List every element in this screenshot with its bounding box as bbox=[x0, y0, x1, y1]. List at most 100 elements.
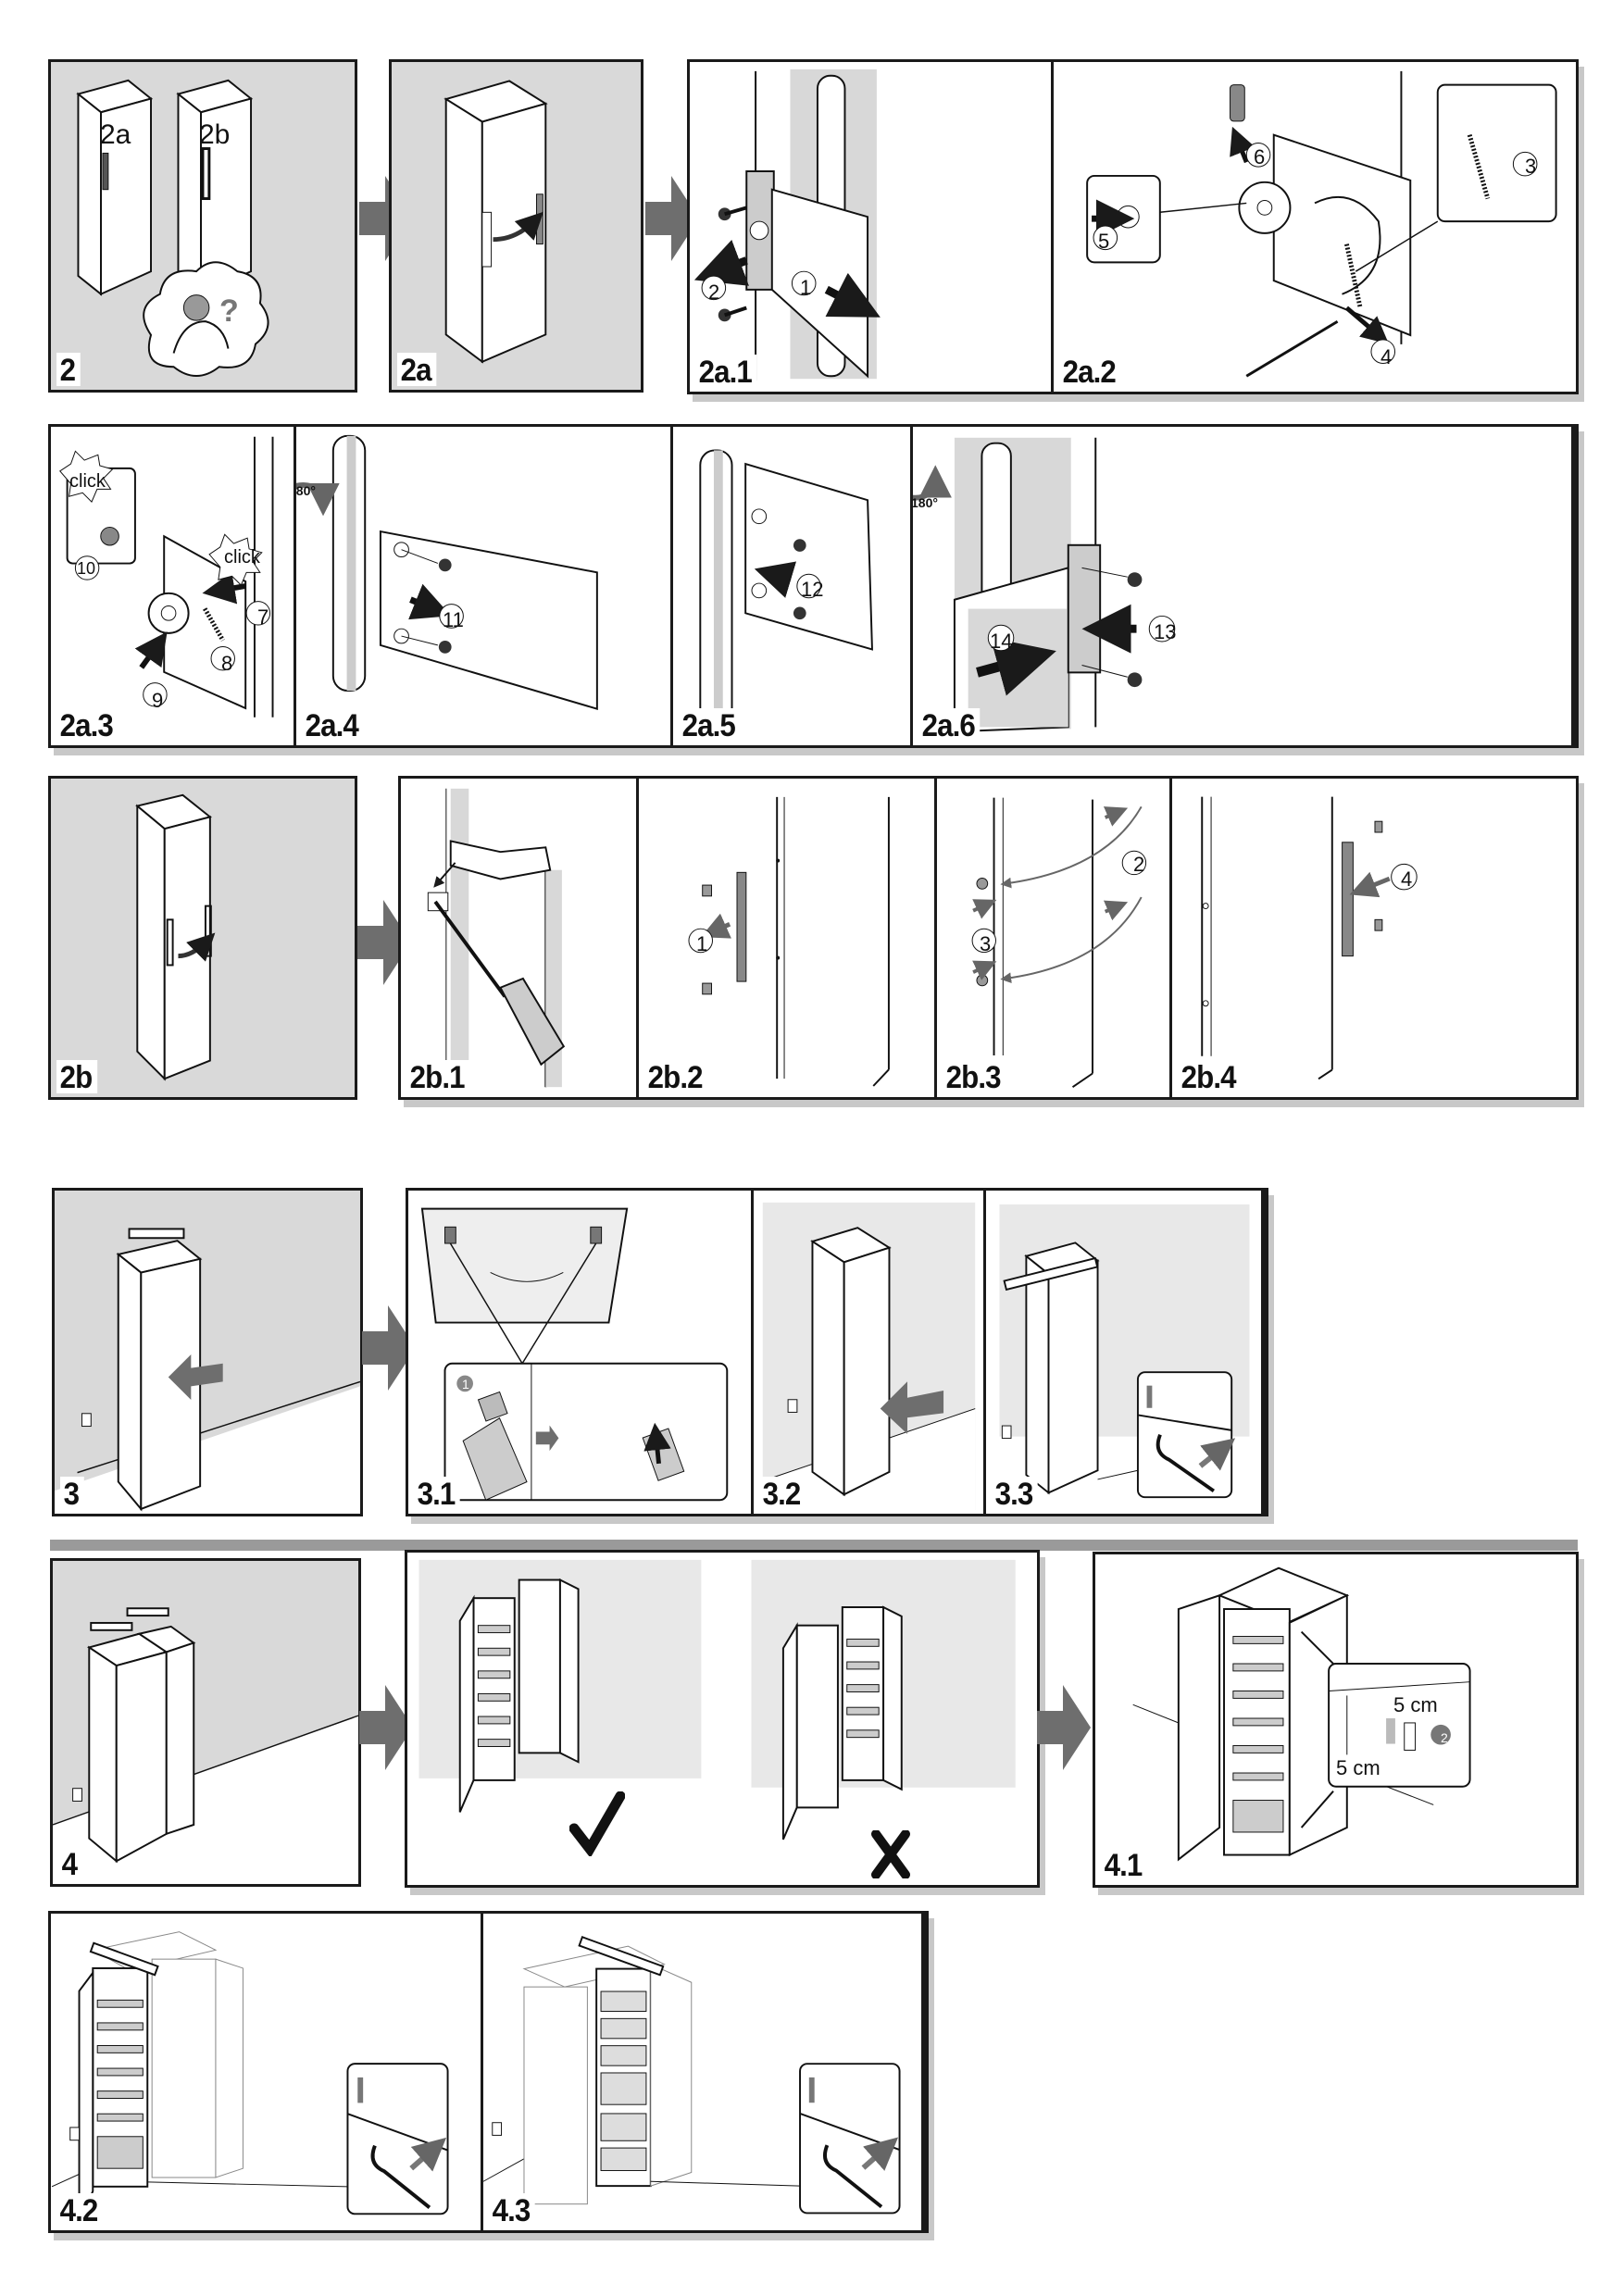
callout-3: 3 bbox=[980, 932, 992, 955]
next-arrow-icon bbox=[362, 1305, 416, 1391]
callout-5: 5 bbox=[1098, 230, 1110, 253]
panel-door-orientation-comparison bbox=[405, 1550, 1040, 1888]
callout-4: 4 bbox=[1401, 867, 1413, 891]
callout-2: 2 bbox=[708, 281, 720, 304]
push-fridge-illustration bbox=[762, 1202, 976, 1513]
panel-step-4: 4 bbox=[50, 1558, 361, 1887]
fridge-label-2a: 2a bbox=[100, 119, 131, 150]
distance-top-label: 5 cm bbox=[1393, 1693, 1438, 1716]
fridge-handle-swap-illustration bbox=[443, 80, 548, 364]
callout-6: 6 bbox=[1254, 145, 1266, 168]
step-label: 2a.3 bbox=[56, 708, 119, 742]
two-fridges-side-by-side-illustration bbox=[53, 1607, 358, 1884]
step-label: 2a.4 bbox=[302, 708, 364, 742]
panel-step-2a-6: 180° 13 14 2a.6 bbox=[910, 424, 1579, 748]
step-label: 3 bbox=[60, 1477, 84, 1510]
level-left-fridge-illustration bbox=[51, 1931, 449, 2224]
step-label: 4.1 bbox=[1101, 1848, 1147, 1881]
panel-step-2a-1: 1 2 2a.1 bbox=[687, 59, 1054, 394]
step-label: 4.3 bbox=[489, 2193, 535, 2227]
step-label: 3.1 bbox=[414, 1477, 460, 1510]
callout-2-badge: 2 bbox=[1441, 1730, 1448, 1745]
spacer-fitting-illustration bbox=[420, 1207, 729, 1502]
callout-1: 1 bbox=[800, 276, 812, 299]
cross-icon bbox=[871, 1830, 910, 1878]
panel-step-4-1: 5 cm 5 cm 2 4.1 bbox=[1093, 1552, 1579, 1888]
callout-9: 9 bbox=[152, 689, 164, 712]
panel-step-4-2: 4.2 bbox=[48, 1911, 483, 2233]
next-arrow-icon bbox=[357, 900, 411, 985]
distance-side-label: 5 cm bbox=[1336, 1756, 1380, 1779]
panel-step-2a-2: 3 4 5 6 2a.2 bbox=[1051, 59, 1579, 394]
level-right-fridge-illustration bbox=[483, 1936, 901, 2215]
question-mark-icon: ? bbox=[219, 293, 239, 329]
step-label: 2a.2 bbox=[1059, 355, 1121, 388]
step-label: 2b.1 bbox=[406, 1060, 470, 1093]
handle-removal-illustration bbox=[688, 796, 890, 1087]
hinge-removal-illustration bbox=[693, 69, 881, 381]
callout-13: 13 bbox=[1154, 620, 1177, 643]
fridge-against-wall-illustration bbox=[55, 1228, 360, 1514]
cover-plug-swap-illustration bbox=[971, 797, 1147, 1088]
panel-step-2b: 2b bbox=[48, 776, 357, 1100]
panel-step-2a-5: 12 2a.5 bbox=[670, 424, 913, 748]
door-orientation-comparison-illustration bbox=[418, 1559, 1016, 1841]
next-arrow-icon bbox=[645, 176, 699, 261]
fridge-label-2b: 2b bbox=[199, 119, 231, 150]
panel-step-2b-2: 1 2b.2 bbox=[636, 776, 937, 1100]
panel-step-2: 2a 2b ? 2 bbox=[48, 59, 357, 393]
callout-1-badge: 1 bbox=[462, 1377, 469, 1391]
panel-step-3-1: 1 3.1 bbox=[406, 1188, 755, 1516]
panel-step-2b-1: 2b.1 bbox=[398, 776, 639, 1100]
panel-step-2b-4: 4 2b.4 bbox=[1169, 776, 1579, 1100]
step-label: 3.2 bbox=[759, 1477, 806, 1510]
shelves bbox=[477, 1625, 511, 1747]
spring-release-illustration bbox=[1086, 70, 1557, 378]
step-label: 2b.4 bbox=[1178, 1060, 1242, 1093]
step-label: 2b.3 bbox=[943, 1060, 1006, 1093]
ventilation-spacing-illustration bbox=[1132, 1566, 1471, 1862]
step-label: 4.2 bbox=[56, 2193, 103, 2227]
hinge-mount-reverse-illustration bbox=[699, 449, 873, 732]
click-label: click bbox=[69, 471, 106, 492]
panel-step-2a: 2a bbox=[389, 59, 643, 393]
hinge-mount-illustration bbox=[296, 434, 598, 710]
level-feet-illustration bbox=[999, 1204, 1250, 1499]
next-arrow-icon bbox=[1037, 1685, 1091, 1770]
panel-step-3-3: 3.3 bbox=[983, 1188, 1268, 1516]
step-label: 2b.2 bbox=[644, 1060, 708, 1093]
step-label: 3.3 bbox=[992, 1477, 1038, 1510]
check-icon bbox=[569, 1791, 625, 1856]
callout-3: 3 bbox=[1525, 155, 1537, 178]
callout-11: 11 bbox=[443, 608, 464, 631]
panel-step-4-3: 4.3 bbox=[481, 1911, 929, 2233]
callout-10: 10 bbox=[77, 559, 96, 578]
callout-1: 1 bbox=[696, 932, 708, 955]
step-label: 2b bbox=[56, 1060, 97, 1093]
step-label: 2a.1 bbox=[695, 355, 757, 388]
callout-2: 2 bbox=[1133, 853, 1145, 876]
section-divider bbox=[50, 1540, 1578, 1551]
hinge-reassembly-illustration bbox=[59, 436, 274, 718]
panel-step-3-2: 3.2 bbox=[751, 1188, 987, 1516]
step-label: 2a bbox=[397, 353, 437, 386]
rotation-180-label: 180° bbox=[911, 495, 938, 510]
callout-14: 14 bbox=[990, 630, 1013, 653]
callout-4: 4 bbox=[1380, 345, 1393, 368]
callout-7: 7 bbox=[257, 605, 269, 629]
fridge-handle-b-illustration bbox=[135, 793, 216, 1081]
callout-12: 12 bbox=[801, 578, 824, 601]
click-label: click bbox=[224, 547, 260, 568]
rotation-180-label: 180° bbox=[295, 483, 316, 498]
step-label: 2a.6 bbox=[918, 708, 981, 742]
next-arrow-icon bbox=[359, 1685, 413, 1770]
screwdriver-cap-removal-illustration bbox=[427, 788, 566, 1088]
panel-step-2b-3: 2 3 2b.3 bbox=[934, 776, 1172, 1100]
step-label: 2 bbox=[56, 353, 81, 386]
next-arrow-icon bbox=[359, 176, 413, 261]
hinge-refit-illustration bbox=[913, 437, 1176, 733]
step-label: 4 bbox=[58, 1847, 82, 1880]
handle-refit-illustration bbox=[1201, 796, 1418, 1080]
panel-step-3: 3 bbox=[52, 1188, 363, 1516]
two-fridges-illustration bbox=[76, 79, 269, 378]
